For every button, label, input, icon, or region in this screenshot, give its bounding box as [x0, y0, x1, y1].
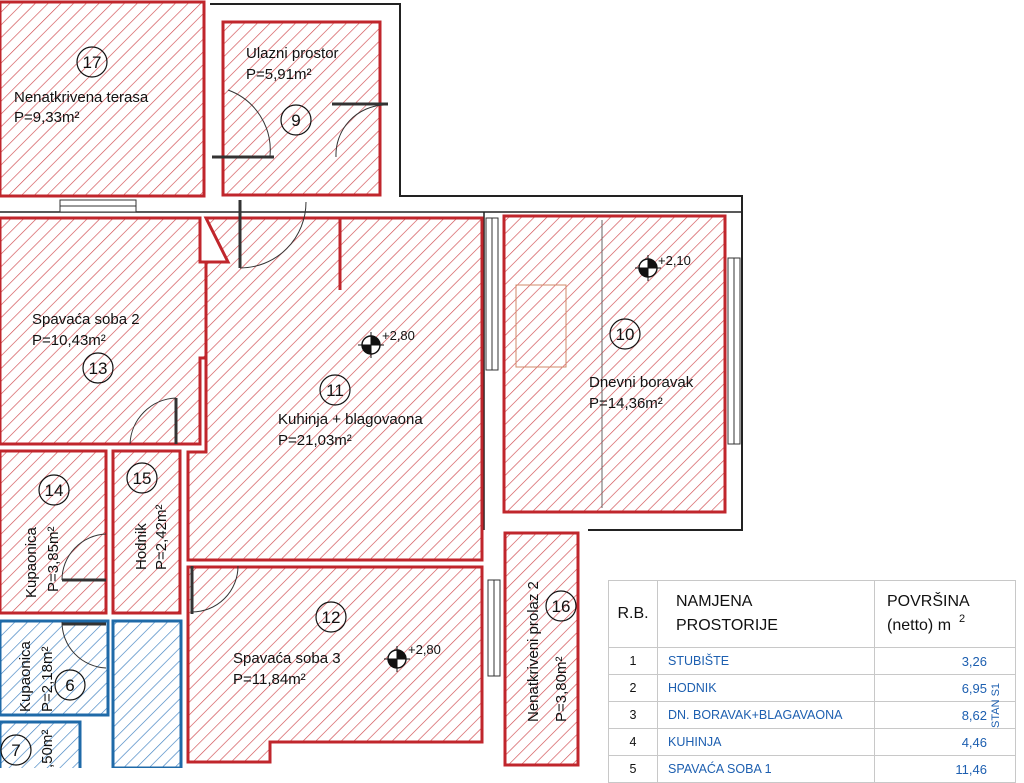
level-marker-icon [358, 332, 384, 358]
room-number: 10 [616, 325, 635, 344]
room-12: 12 +2,80 Spavaća soba 3 P=11,84m² [186, 565, 501, 764]
room-number-badge [315, 601, 347, 633]
room-number-badge [319, 374, 351, 406]
room-number-badge [54, 669, 86, 701]
room-area: P=11,84m² [233, 671, 306, 688]
room-9: 9 Ulazni prostor P=5,91m² [212, 20, 388, 197]
header-namjena-line2: PROSTORIJE [676, 617, 778, 634]
door-swing [129, 397, 177, 445]
room-area: P=5,91m² [246, 66, 311, 83]
room-number-badge [280, 104, 312, 136]
room-10: +2,10 10 Dnevni boravak P=14,36m² [502, 214, 741, 514]
row-name: STUBIŠTE [657, 647, 875, 675]
row-number: 5 [608, 755, 658, 783]
table-row: 3 DN. BORAVAK+BLAGAVAONA 8,62 [608, 701, 1016, 729]
door-swing [335, 104, 385, 158]
row-number: 2 [608, 674, 658, 702]
room-13: 13 Spavaća soba 2 P=10,43m² [0, 216, 224, 446]
room-name: Kuhinja + blagovaona [278, 411, 423, 428]
door-swing [191, 565, 239, 613]
room-17: 17 Nenatkrivena terasa P=9,33m² [0, 0, 206, 198]
room-name: Spavaća soba 3 [233, 650, 341, 667]
room-15: 15 Hodnik P=2,42m² [111, 449, 182, 615]
room-name: Kupaonica [17, 640, 34, 712]
door-swing [61, 533, 107, 581]
room-7: 7 ,50m² [0, 720, 82, 768]
adjacent-blue-room [111, 619, 183, 768]
room-number: 7 [11, 741, 20, 760]
level-label: +2,10 [658, 253, 691, 268]
room-number: 16 [552, 597, 571, 616]
header-unit-exponent: 2 [959, 612, 966, 625]
header-povrsina-line2: (netto) m [887, 616, 952, 634]
door-swing [61, 621, 107, 669]
room-number: 9 [291, 111, 300, 130]
row-number: 1 [608, 647, 658, 675]
row-number: 3 [608, 701, 658, 729]
row-area: 4,46 [874, 728, 1016, 756]
room-16: 16 Nenatkriveni prolaz 2 P=3,80m² [503, 531, 580, 767]
room-area: P=3,80m² [553, 657, 570, 722]
room-number-badge [76, 46, 108, 78]
header-povrsina: POVRŠINA (netto) m 2 [874, 580, 1016, 648]
room-area: P=2,18m² [39, 647, 56, 712]
room-area: P=2,42m² [153, 505, 170, 570]
room-number: 6 [65, 676, 74, 695]
header-povrsina-line1: POVRŠINA [887, 592, 970, 610]
room-name: Kupaonica [23, 526, 40, 598]
door-swing [227, 89, 271, 157]
room-name: Nenatkriveni prolaz 2 [525, 581, 542, 722]
room-6: 6 Kupaonica P=2,18m² [0, 619, 183, 768]
table-row: 1 STUBIŠTE 3,26 [608, 647, 1016, 675]
header-rb: R.B. [608, 580, 658, 648]
door-swing [239, 201, 307, 269]
room-number-badge [545, 590, 577, 622]
room-area-table: R.B. NAMJENA PROSTORIJE POVRŠINA (netto)… [608, 580, 1016, 783]
room-number-badge [0, 734, 32, 766]
room-number-badge [609, 318, 641, 350]
row-name: DN. BORAVAK+BLAGAVAONA [657, 701, 875, 729]
room-number: 14 [45, 481, 64, 500]
room-number-badge [126, 462, 158, 494]
level-marker-icon [384, 646, 410, 672]
room-area: P=3,85m² [45, 527, 62, 592]
room-number: 15 [133, 469, 152, 488]
room-name: Hodnik [133, 523, 150, 570]
table-row: 5 SPAVAĆA SOBA 1 11,46 [608, 755, 1016, 783]
room-number-badge [82, 352, 114, 384]
room-area: P=9,33m² [14, 109, 79, 126]
room-name: Ulazni prostor [246, 45, 339, 62]
room-number: 11 [326, 381, 344, 400]
room-number: 13 [89, 359, 108, 378]
room-area: P=10,43m² [32, 332, 106, 349]
level-label: +2,80 [408, 642, 441, 657]
table-header: R.B. NAMJENA PROSTORIJE POVRŠINA (netto)… [608, 580, 1016, 648]
level-label: +2,80 [382, 328, 415, 343]
room-number-badge [38, 474, 70, 506]
table-row: 2 HODNIK 6,95 [608, 674, 1016, 702]
room-name: Spavaća soba 2 [32, 311, 140, 328]
room-number: 17 [83, 53, 102, 72]
room-name: Dnevni boravak [589, 374, 694, 391]
room-number: 12 [322, 608, 341, 627]
room-name: Nenatkrivena terasa [14, 89, 149, 106]
room-14: 14 Kupaonica P=3,85m² [0, 449, 108, 615]
room-area: ,50m² [39, 730, 56, 768]
level-marker-icon [635, 255, 661, 281]
table-row: 4 KUHINJA 4,46 [608, 728, 1016, 756]
unit-side-label: STAN S1 [990, 682, 1002, 728]
row-name: HODNIK [657, 674, 875, 702]
row-area: 3,26 [874, 647, 1016, 675]
room-area: P=14,36m² [589, 395, 663, 412]
row-number: 4 [608, 728, 658, 756]
room-area: P=21,03m² [278, 432, 352, 449]
header-namjena-line1: NAMJENA [676, 593, 753, 610]
row-name: SPAVAĆA SOBA 1 [657, 755, 875, 783]
room-11: +2,80 11 Kuhinja + blagovaona P=21,03m² [186, 200, 484, 562]
stair-outline [515, 284, 567, 368]
header-namjena: NAMJENA PROSTORIJE [657, 580, 875, 648]
row-name: KUHINJA [657, 728, 875, 756]
row-area: 11,46 [874, 755, 1016, 783]
